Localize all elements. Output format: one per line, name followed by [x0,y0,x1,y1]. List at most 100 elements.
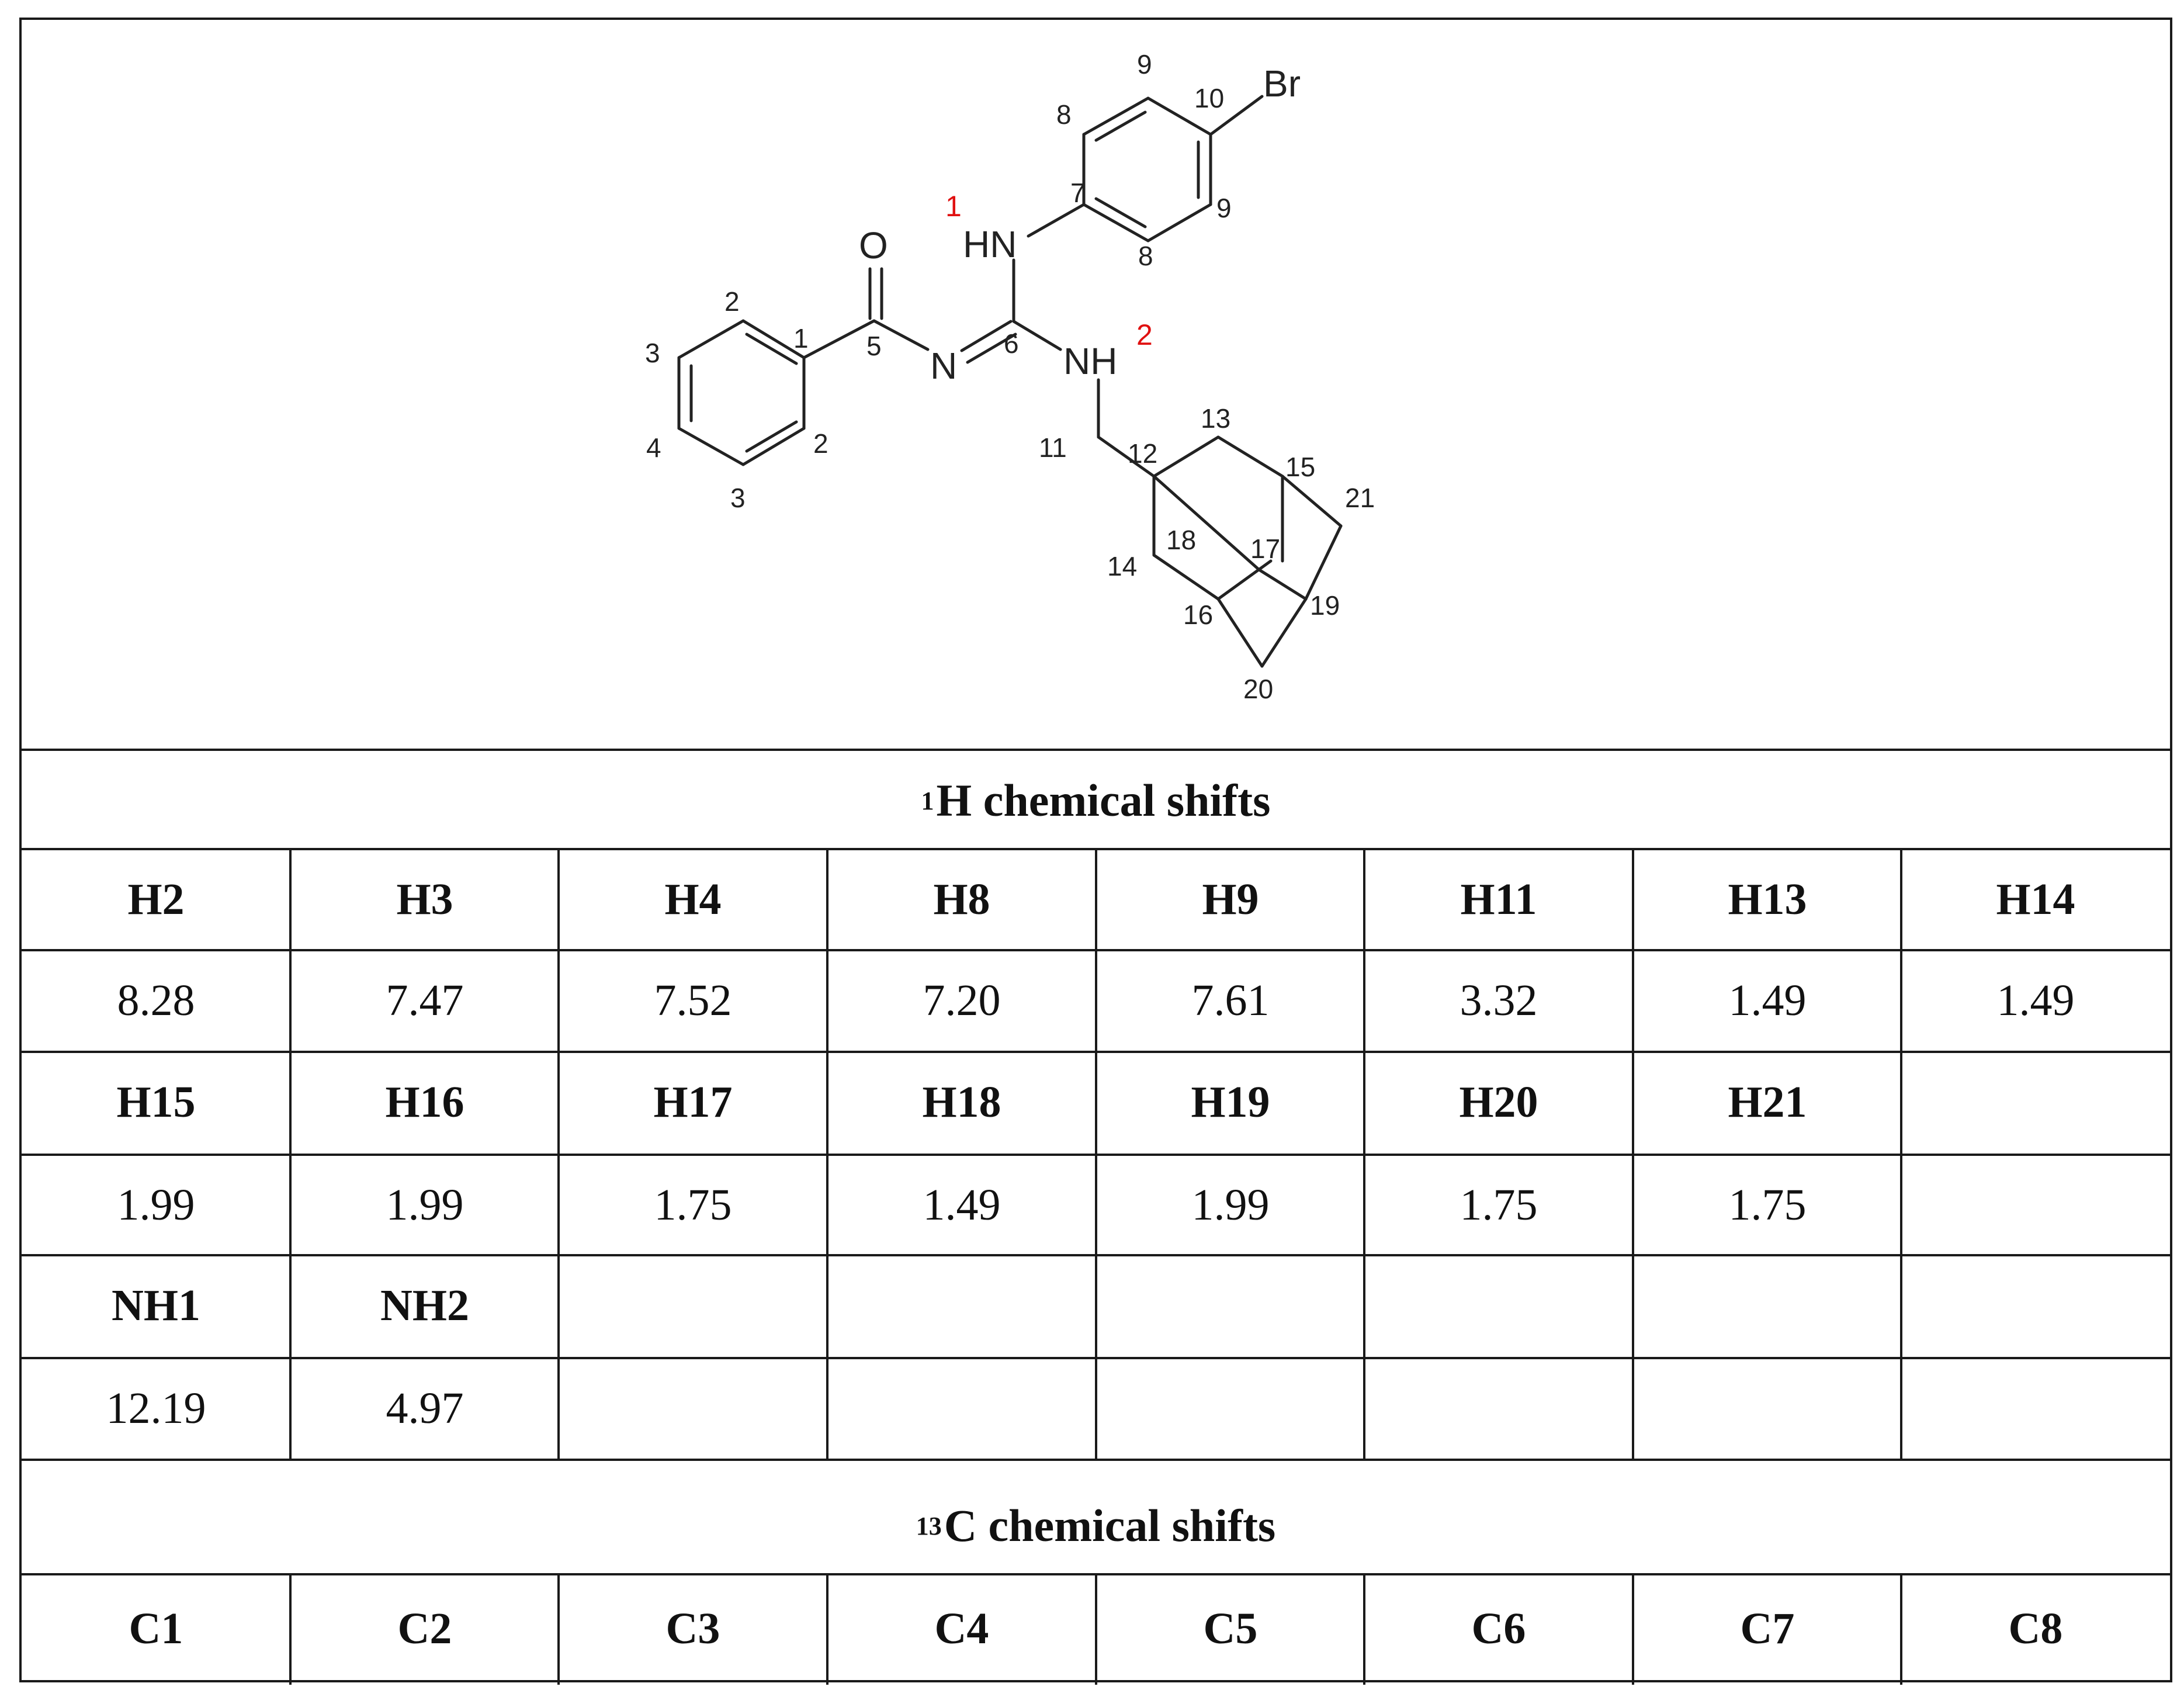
c-section-title: 13 C chemical shifts [22,1476,2170,1575]
bond [677,427,745,466]
bond [960,320,1013,352]
atom-number: 8 [1138,241,1153,271]
atom-number: 8 [1056,99,1072,130]
column-divider [1095,849,1097,1460]
table-value-cell: 1.99 [1191,1180,1270,1230]
table-header-cell: H20 [1459,1077,1538,1127]
row-divider [22,749,2170,751]
column-divider [1632,1574,1634,1685]
atom-number: 19 [1310,590,1340,621]
bond [741,319,806,359]
bond [1209,95,1264,136]
bond [677,319,745,359]
nh2-label: NH [1063,340,1117,382]
atom-number: 3 [645,338,660,368]
bond [1094,110,1147,142]
bond [1152,435,1220,478]
column-divider [1363,849,1365,1460]
table-header-cell: NH1 [112,1280,200,1330]
bond [1082,203,1150,243]
table-header-cell [1901,1053,2170,1151]
table-value-cell [1901,1156,2170,1254]
table-header-cell [1901,1256,2170,1355]
table-header-cell: C3 [665,1604,720,1653]
table-header-cell [1633,1256,1902,1355]
table-value-cell: 1.49 [923,1180,1001,1230]
atom-number: 5 [866,331,882,361]
h-section-title: 1 H chemical shifts [22,751,2170,850]
atom-number: 6 [1004,328,1019,359]
column-divider [557,849,560,1460]
bond [872,319,930,351]
table-value-cell: 1.99 [117,1180,195,1230]
column-divider [1363,1574,1365,1685]
table-value-cell: 7.20 [923,975,1001,1025]
table-value-cell [1633,1359,1902,1457]
table-value-cell [827,1359,1096,1457]
table-value-cell: 1.49 [1996,975,2075,1025]
c-title-text: C chemical shifts [944,1500,1276,1551]
nh1-label: HN [963,223,1017,265]
atom-number: 3 [730,483,746,513]
table-header-cell: H9 [1202,874,1259,924]
table-header-cell: H19 [1191,1077,1270,1127]
table-value-cell [1096,1359,1365,1457]
nh1-number: 1 [945,190,962,223]
table-header-cell: C7 [1740,1604,1795,1653]
table-header-cell: H16 [385,1077,464,1127]
table-header-cell: C8 [2008,1604,2063,1653]
bond [1216,435,1284,478]
column-divider [289,1574,292,1685]
bond [1027,203,1086,238]
oxygen-label: O [859,224,888,266]
table-value-cell [559,1359,827,1457]
table-header-cell: H14 [1996,874,2075,924]
table-header-cell [1096,1256,1365,1355]
table-header-cell [559,1256,827,1355]
bond [1216,559,1273,601]
table-header-cell: H13 [1728,874,1807,924]
table-value-cell: 8.28 [117,975,195,1025]
atom-number: 9 [1216,193,1232,223]
atom-number: 10 [1194,83,1224,113]
atom-number: 20 [1243,674,1273,704]
table-header-cell: C5 [1203,1604,1258,1653]
table-value-cell: 4.97 [386,1383,464,1433]
bond [1146,203,1212,243]
bond [1260,597,1308,668]
table-header-cell: H3 [396,874,453,924]
column-divider [289,849,292,1460]
table-value-cell: 7.52 [654,975,732,1025]
bond [741,427,806,466]
table-header-cell: H15 [116,1077,196,1127]
table-header-cell: H21 [1728,1077,1807,1127]
bond [1281,475,1343,528]
atom-number: 2 [813,428,828,459]
table-value-cell [1901,1359,2170,1457]
table-value-cell: 7.61 [1191,975,1270,1025]
bond [1082,96,1150,136]
atom-number: 17 [1250,534,1280,564]
column-divider [1095,1574,1097,1685]
bond [745,420,798,453]
table-header-cell: H18 [922,1077,1001,1127]
bond [1094,197,1147,228]
bond [745,333,798,365]
h-title-superscript: 1 [921,786,934,815]
row-divider [22,1459,2170,1461]
table-header-cell: H2 [127,874,185,924]
bond [1304,524,1343,601]
atom-number: 1 [793,323,809,354]
atom-number: 9 [1137,49,1152,79]
atom-number: 2 [724,286,740,317]
column-divider [826,849,828,1460]
table-header-cell [1364,1256,1633,1355]
molecule-structure: O Br HN NH N 1 2 1 2 2 3 3 4 5 6 7 8 8 9… [645,49,1375,704]
table-header-cell: C1 [129,1604,183,1653]
table-header-cell: C4 [934,1604,989,1653]
table-value-cell: 7.47 [386,975,464,1025]
table-header-cell: H8 [933,874,990,924]
table-header-cell: NH2 [380,1280,469,1330]
table-value-cell: 1.49 [1728,975,1807,1025]
